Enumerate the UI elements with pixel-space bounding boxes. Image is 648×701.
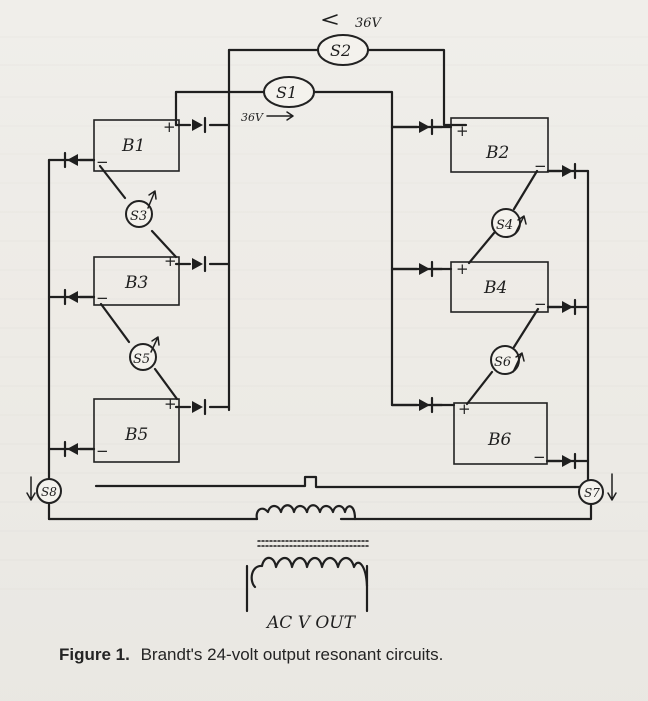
battery-b2 [450, 117, 549, 173]
s1-right-wire [312, 90, 394, 407]
battery-b1-label: B1 [121, 136, 145, 156]
switch-s8-arrow [26, 476, 36, 501]
transformer-primary-left [255, 504, 309, 521]
figure-caption-text: Brandt's 24-volt output resonant circuit… [140, 645, 444, 664]
switch-s3-arrow [147, 190, 157, 209]
battery-b3 [93, 256, 180, 306]
ac-output-label: AC V OUT [265, 613, 357, 633]
voltage-label-top: 36V [355, 16, 383, 31]
switch-s1-label: S1 [276, 83, 297, 102]
battery-b3-positive: + [164, 252, 177, 270]
diode-b2-feed [390, 118, 453, 136]
diode-b2-return [546, 162, 577, 180]
battery-b6-label: B6 [487, 430, 511, 450]
b3-to-b5-link [99, 302, 179, 401]
battery-b1 [93, 119, 180, 172]
transformer-primary-right [305, 504, 357, 521]
battery-b4 [450, 261, 549, 313]
switch-s5-arrow [150, 336, 160, 353]
battery-b3-label: B3 [124, 273, 148, 293]
figure-caption: Figure 1. Brandt's 24-volt output resona… [59, 644, 619, 666]
battery-b6-negative: − [533, 448, 546, 466]
battery-b5 [93, 398, 180, 463]
switch-s7-arrow [607, 473, 617, 501]
switch-s3 [125, 200, 153, 228]
diode-b1-return [63, 151, 96, 169]
battery-b5-label: B5 [124, 425, 148, 445]
battery-b1-positive: + [163, 118, 176, 136]
switch-s2-label: S2 [330, 41, 351, 60]
switch-s8 [36, 478, 62, 504]
b4-to-b6-link [465, 307, 540, 406]
b2-to-b4-link [467, 169, 539, 265]
battery-b6 [453, 402, 548, 465]
diode-b4-return [546, 298, 577, 316]
switch-s7-label: S7 [584, 486, 600, 500]
b1-to-b3-link [98, 164, 178, 259]
switch-s1 [263, 76, 315, 108]
transformer-output-leads [245, 564, 369, 613]
battery-b2-label: B2 [485, 143, 509, 163]
switch-s4-arrow [514, 215, 527, 235]
switch-s5 [129, 343, 157, 371]
battery-b5-positive: + [164, 395, 177, 413]
diode-b5-return [63, 440, 96, 458]
battery-b5-negative: − [96, 442, 109, 460]
transformer-secondary [250, 556, 369, 589]
switch-s3-label: S3 [130, 209, 147, 224]
diode-b4-feed [390, 260, 453, 278]
switch-s4-label: S4 [496, 218, 513, 233]
battery-b3-negative: − [96, 289, 109, 307]
diode-b3-feed [174, 255, 231, 273]
diode-b1-feed [174, 116, 231, 134]
switch-s8-label: S8 [41, 485, 57, 499]
voltage-arrow-middle [266, 111, 294, 121]
diode-b3-return [63, 288, 96, 306]
lower-right-return [339, 502, 593, 521]
switch-s6-label: S6 [494, 355, 511, 370]
switch-s2 [317, 34, 369, 66]
diode-b5-feed [174, 398, 231, 416]
figure-number: Figure 1. [59, 645, 130, 664]
voltage-arrow-top [322, 14, 338, 25]
switch-s6-arrow [512, 352, 525, 373]
battery-b2-positive: + [456, 122, 469, 140]
diode-b6-return [545, 452, 577, 470]
diode-b6-feed [390, 396, 456, 414]
battery-b4-positive: + [456, 260, 469, 278]
lower-center-bus [94, 475, 591, 489]
transformer-core [257, 540, 369, 547]
s2-right-wire [366, 48, 468, 127]
voltage-label-middle: 36V [241, 111, 264, 124]
switch-s5-label: S5 [133, 352, 150, 367]
battery-b4-label: B4 [483, 278, 507, 298]
